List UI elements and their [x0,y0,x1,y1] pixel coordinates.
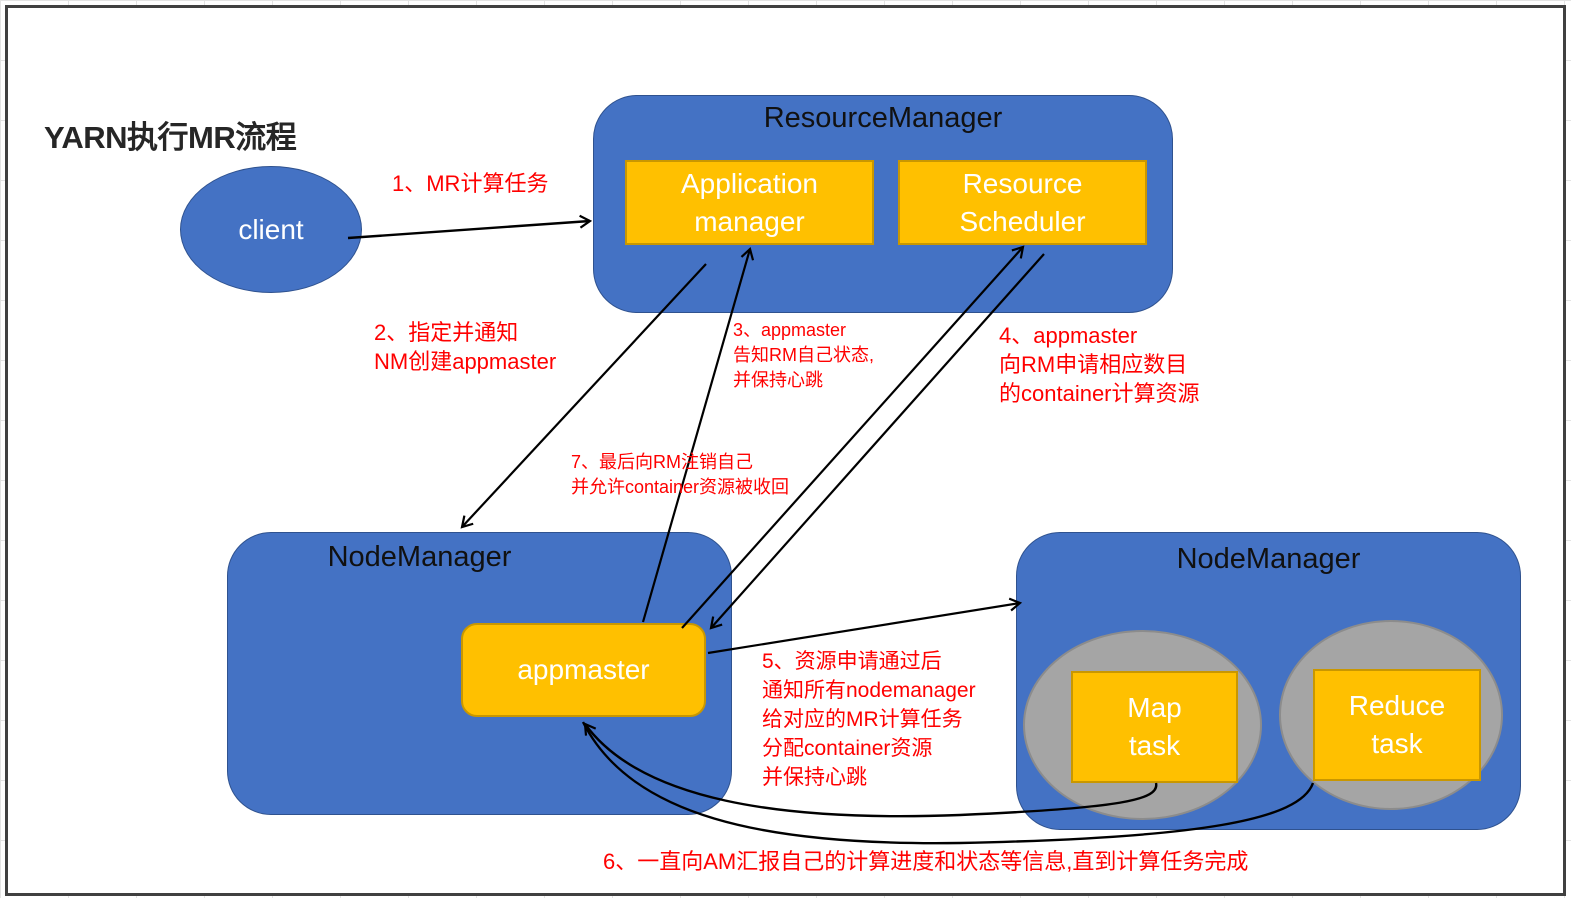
step2-line2: NM创建appmaster [374,349,557,374]
step4-label: 4、appmaster 向RM申请相应数目 的container计算资源 [999,321,1200,408]
map-task-box: Map task [1071,671,1238,783]
node-manager-right-title: NodeManager [1176,543,1361,575]
map-task-line1: Map [1127,692,1182,723]
step3-line1: 3、appmaster [733,320,847,340]
application-manager-line1: Application [681,167,818,199]
resource-scheduler-line2: Scheduler [959,205,1086,237]
step4-line2: 向RM申请相应数目 [999,352,1188,377]
step1-label: 1、MR计算任务 [392,170,548,198]
step3-label: 3、appmaster 告知RM自己状态, 并保持心跳 [733,318,874,393]
client-label: client [238,213,304,245]
application-manager-box: Application manager [625,160,874,245]
resource-manager-title: ResourceManager [763,102,1003,134]
step7-label: 7、最后向RM注销自己 并允许container资源被收回 [571,450,789,500]
reduce-task-box: Reduce task [1313,669,1481,781]
step6-label: 6、一直向AM汇报自己的计算进度和状态等信息,直到计算任务完成 [603,848,1248,876]
step5-line4: 分配container资源 [762,737,933,760]
step7-line2: 并允许container资源被收回 [571,477,790,497]
node-manager-left-title: NodeManager [327,541,512,573]
step4-line1: 4、appmaster [999,323,1138,348]
step5-line5: 并保持心跳 [762,766,867,789]
application-manager-line2: manager [694,205,805,237]
step1-line1: 1、MR计算任务 [392,171,549,196]
step7-line1: 7、最后向RM注销自己 [571,452,754,472]
reduce-task-line1: Reduce [1348,690,1446,721]
appmaster-label: appmaster [517,654,650,685]
step2-label: 2、指定并通知 NM创建appmaster [374,318,556,376]
resource-scheduler-box: Resource Scheduler [898,160,1147,245]
step5-label: 5、资源申请通过后 通知所有nodemanager 给对应的MR计算任务 分配c… [762,647,976,792]
step5-line1: 5、资源申请通过后 [762,650,942,673]
resource-scheduler-line1: Resource [962,167,1083,199]
step5-line3: 给对应的MR计算任务 [762,708,963,731]
diagram-title: YARN执行MR流程 [44,120,297,155]
step3-line3: 并保持心跳 [733,370,823,390]
step5-line2: 通知所有nodemanager [762,679,976,702]
reduce-task-line2: task [1371,728,1423,759]
step4-line3: 的container计算资源 [999,381,1200,406]
step2-line1: 2、指定并通知 [374,320,519,345]
appmaster-box: appmaster [461,623,706,717]
step6-line1: 6、一直向AM汇报自己的计算进度和状态等信息,直到计算任务完成 [603,849,1249,874]
step3-line2: 告知RM自己状态, [733,345,874,365]
client-node: client [180,166,362,293]
map-task-line2: task [1128,730,1181,761]
